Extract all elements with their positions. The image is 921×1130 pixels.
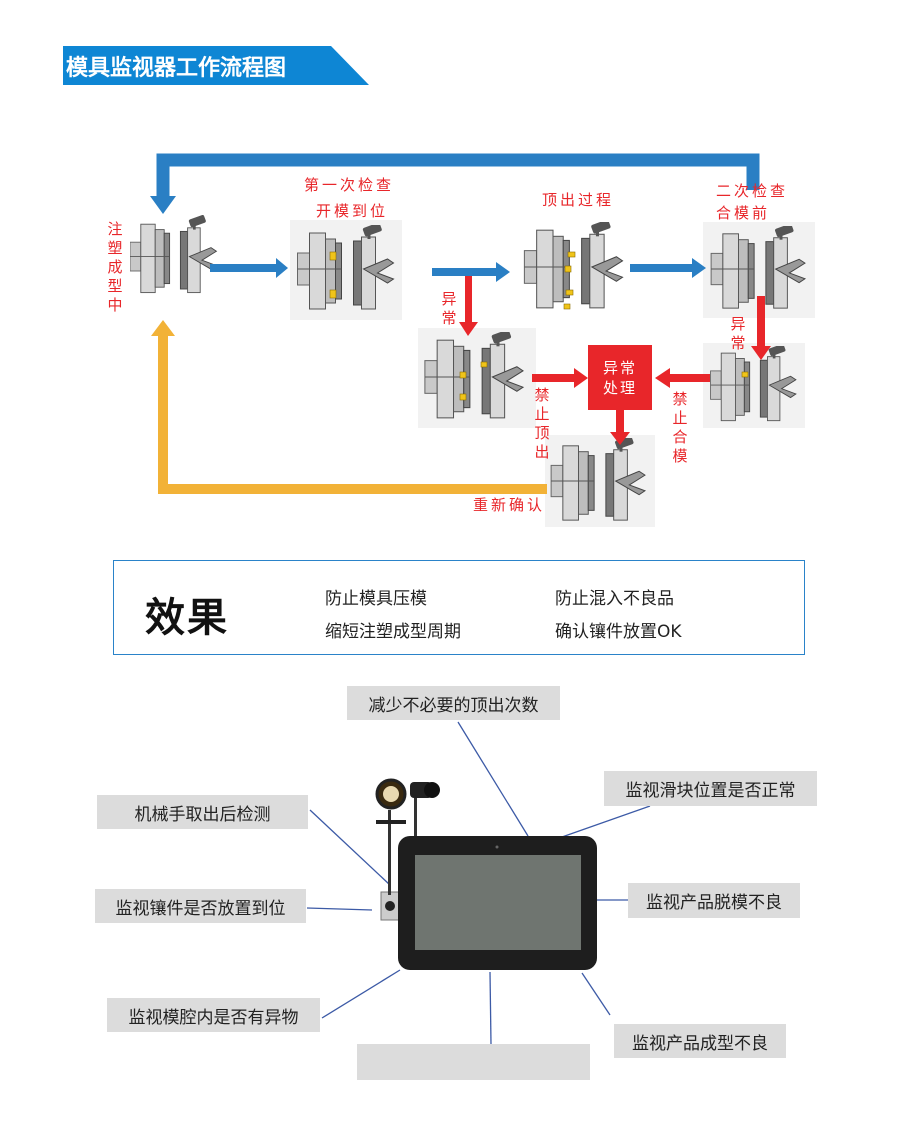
reconfirm-arrow bbox=[158, 334, 547, 494]
callout-reduce-ejection: 减少不必要的顶出次数 bbox=[347, 686, 560, 720]
label-second-check-2: 合模前 bbox=[716, 204, 771, 222]
mold-injecting bbox=[130, 215, 217, 294]
error-handling-box: 异常处理 bbox=[588, 345, 652, 410]
callout-molding-defect: 监视产品成型不良 bbox=[614, 1024, 786, 1058]
effect-item: 缩短注塑成型周期 bbox=[325, 622, 461, 642]
title-banner bbox=[63, 46, 369, 85]
effect-item: 防止混入不良品 bbox=[555, 589, 674, 609]
callout-insert-placement: 监视镶件是否放置到位 bbox=[95, 889, 306, 923]
callout-empty bbox=[357, 1044, 590, 1080]
camera-stand bbox=[375, 778, 440, 921]
callout-cavity-foreign: 监视模腔内是否有异物 bbox=[107, 998, 320, 1032]
tablet-screen bbox=[415, 855, 581, 950]
page-title: 模具监视器工作流程图 bbox=[66, 56, 287, 81]
error-handling-line1: 异常 bbox=[602, 358, 637, 377]
effects-title: 效果 bbox=[145, 595, 229, 641]
device-illustration bbox=[306, 721, 651, 1045]
label-ejection: 顶出过程 bbox=[542, 191, 615, 209]
mold-ejection bbox=[523, 222, 624, 309]
callout-lines bbox=[306, 721, 651, 1045]
label-reconfirm: 重新确认 bbox=[473, 496, 546, 514]
error-handling-line2: 处理 bbox=[602, 378, 637, 397]
callout-demolding: 监视产品脱模不良 bbox=[628, 883, 800, 918]
label-abnormal-left: 异常 bbox=[441, 290, 457, 327]
effects-panel bbox=[113, 560, 805, 655]
callout-robot-pickup: 机械手取出后检测 bbox=[97, 795, 308, 829]
label-first-check-2: 开模到位 bbox=[316, 202, 389, 220]
label-stop-ejection: 禁止顶出 bbox=[534, 386, 550, 461]
label-first-check-1: 第一次检查 bbox=[304, 176, 395, 194]
label-abnormal-right: 异常 bbox=[730, 315, 746, 352]
effect-item: 确认镶件放置OK bbox=[555, 622, 682, 642]
abnormal-arrows bbox=[459, 276, 771, 445]
callout-slider-position: 监视滑块位置是否正常 bbox=[604, 771, 817, 806]
label-injecting: 注塑成型中 bbox=[107, 220, 123, 314]
effect-item: 防止模具压模 bbox=[325, 589, 427, 609]
flow-diagram bbox=[130, 153, 815, 527]
label-stop-closing: 禁止合模 bbox=[672, 390, 688, 465]
return-loop-arrow bbox=[156, 153, 760, 198]
label-second-check-1: 二次检查 bbox=[716, 182, 789, 200]
forward-arrows bbox=[210, 258, 706, 282]
